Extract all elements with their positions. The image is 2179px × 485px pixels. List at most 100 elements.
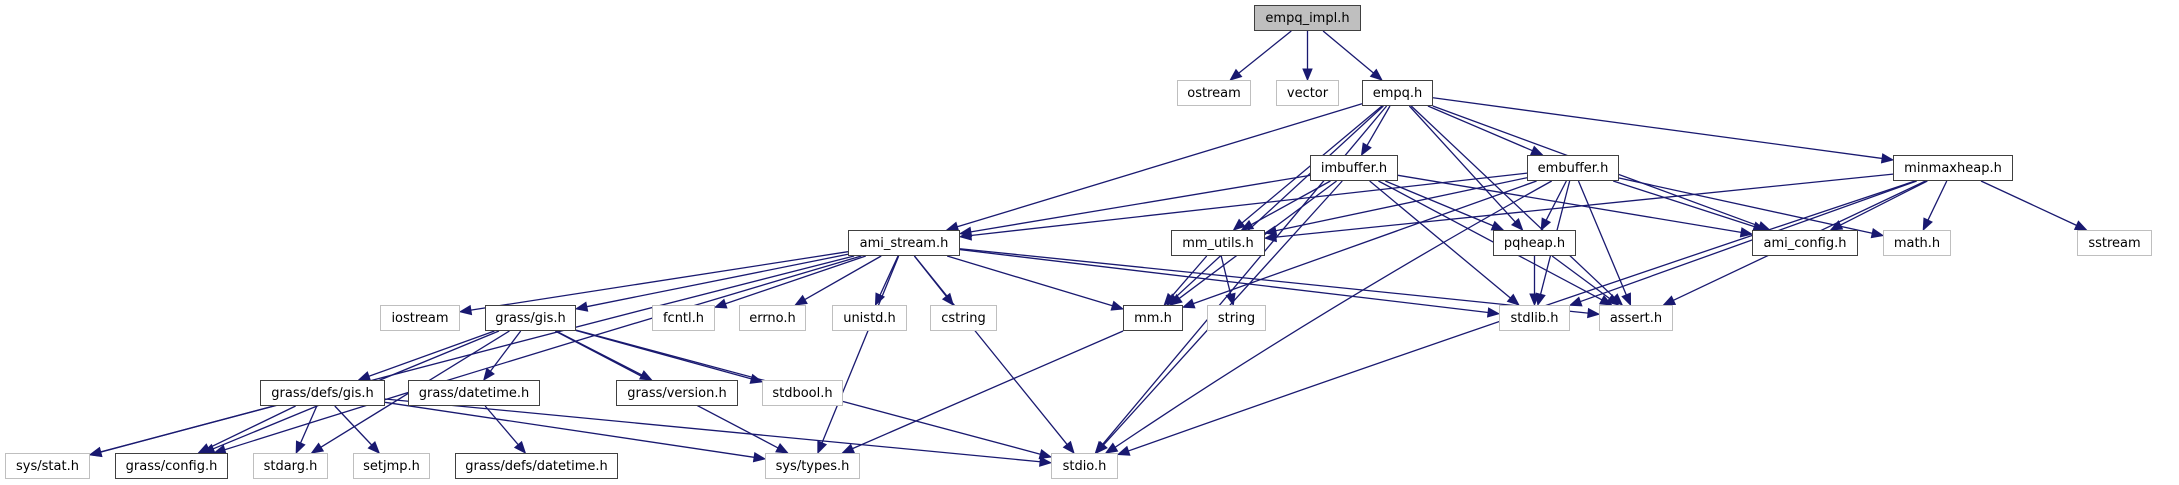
edge-empq-h-to-mm-h — [1174, 105, 1384, 299]
edge-ami-stream-h-to-fcntl-h — [725, 255, 866, 305]
arrowhead-icon — [713, 298, 728, 309]
edge-ami-stream-h-to-stdlib-h — [959, 249, 1489, 314]
node-pqheap-h[interactable]: pqheap.h — [1493, 230, 1576, 256]
arrowhead-icon — [367, 441, 381, 454]
node-grass-config-h[interactable]: grass/config.h — [115, 453, 228, 479]
node-string: string — [1207, 305, 1266, 331]
edge-embuffer-h-to-pqheap-h — [1545, 180, 1567, 221]
edge-empq-h-to-pqheap-h — [1408, 105, 1516, 223]
node-math-h: math.h — [1883, 230, 1951, 256]
node-empq-h[interactable]: empq.h — [1362, 80, 1433, 106]
node-sys-types-h: sys/types.h — [765, 453, 860, 479]
edge-ami-stream-h-to-mm-h — [946, 255, 1113, 307]
edge-empq-impl-h-to-empq-h — [1322, 30, 1374, 74]
node-grass-datetime-h[interactable]: grass/datetime.h — [408, 380, 540, 406]
edge-imbuffer-h-to-mm-utils-h — [1250, 180, 1331, 226]
edge-minmaxheap-h-to-mm-utils-h — [1275, 173, 1894, 238]
edge-grass-gis-h-to-grass-datetime-h — [489, 330, 522, 372]
arrowhead-icon — [1880, 153, 1895, 164]
arrowhead-icon — [1606, 293, 1620, 306]
edge-imbuffer-h-to-ami-stream-h — [970, 174, 1311, 233]
edge-grass-defs-gis-h-to-stdio-h — [384, 398, 1041, 463]
arrowhead-icon — [775, 443, 789, 454]
edge-ami-stream-h-to-unistd-h — [879, 255, 899, 296]
arrowhead-icon — [817, 440, 828, 455]
arrowhead-icon — [310, 442, 325, 454]
edge-minmaxheap-h-to-sstream — [1980, 180, 2077, 226]
node-sstream: sstream — [2077, 230, 2152, 256]
arrowhead-icon — [1302, 68, 1313, 82]
arrowhead-icon — [1240, 219, 1255, 231]
arrowhead-icon — [1510, 217, 1524, 231]
arrowhead-icon — [197, 443, 212, 454]
edge-empq-impl-h-to-ostream — [1238, 30, 1292, 74]
edge-embuffer-h-to-assert-h — [1577, 180, 1627, 296]
arrowhead-icon — [1229, 68, 1243, 81]
node-empq-impl-h: empq_impl.h — [1254, 5, 1361, 31]
arrowhead-icon — [1263, 231, 1277, 243]
arrowhead-icon — [1110, 300, 1125, 311]
node-ostream: ostream — [1177, 80, 1251, 106]
arrowhead-icon — [1587, 307, 1601, 319]
node-imbuffer-h[interactable]: imbuffer.h — [1310, 155, 1398, 181]
arrowhead-icon — [1662, 295, 1677, 306]
arrowhead-icon — [1095, 440, 1108, 454]
arrowhead-icon — [1529, 293, 1540, 307]
node-setjmp-h: setjmp.h — [353, 453, 430, 479]
node-minmaxheap-h[interactable]: minmaxheap.h — [1893, 155, 2013, 181]
node-stdio-h: stdio.h — [1051, 453, 1118, 479]
node-unistd-h: unistd.h — [832, 305, 907, 331]
node-stdlib-h: stdlib.h — [1499, 305, 1570, 331]
arrowhead-icon — [1739, 227, 1754, 238]
node-grass-defs-datetime-h[interactable]: grass/defs/datetime.h — [455, 453, 618, 479]
edge-grass-gis-h-to-grass-defs-gis-h — [368, 330, 495, 377]
node-ami-stream-h[interactable]: ami_stream.h — [848, 230, 960, 256]
arrowhead-icon — [1163, 292, 1176, 306]
arrowhead-icon — [752, 452, 767, 463]
node-ami-config-h[interactable]: ami_config.h — [1752, 230, 1858, 256]
edge-mm-utils-h-to-string — [1220, 255, 1232, 295]
edge-ami-stream-h-to-sys-stat-h — [100, 255, 855, 453]
edge-minmaxheap-h-to-stdlib-h — [1580, 180, 1917, 303]
edge-embuffer-h-to-mm-utils-h — [1275, 177, 1528, 232]
arrowhead-icon — [638, 370, 653, 381]
arrowhead-icon — [1529, 145, 1544, 156]
edge-minmaxheap-h-to-ami-config-h — [1840, 180, 1928, 226]
arrowhead-icon — [1870, 228, 1885, 239]
arrowhead-icon — [1360, 142, 1372, 157]
arrowhead-icon — [1486, 307, 1501, 318]
edge-grass-defs-gis-h-to-setjmp-h — [334, 405, 373, 446]
edge-embuffer-h-to-mm-h — [1193, 180, 1537, 305]
node-iostream: iostream — [380, 305, 460, 331]
edge-ami-stream-h-to-assert-h — [959, 248, 1589, 314]
node-grass-version-h[interactable]: grass/version.h — [616, 380, 738, 406]
arrowhead-icon — [1540, 217, 1552, 232]
edge-empq-h-to-embuffer-h — [1427, 105, 1533, 152]
edge-ami-stream-h-to-iostream — [470, 251, 849, 311]
arrowhead-icon — [1922, 217, 1933, 232]
edge-empq-h-to-assert-h — [1410, 105, 1615, 298]
node-mm-utils-h[interactable]: mm_utils.h — [1171, 230, 1265, 256]
node-embuffer-h[interactable]: embuffer.h — [1527, 155, 1619, 181]
arrowhead-icon — [574, 301, 589, 312]
node-stdarg-h: stdarg.h — [253, 453, 328, 479]
node-grass-gis-h[interactable]: grass/gis.h — [485, 305, 576, 331]
edge-grass-defs-gis-h-to-stdarg-h — [300, 405, 318, 444]
node-assert-h: assert.h — [1599, 305, 1673, 331]
arrowhead-icon — [941, 292, 955, 307]
node-sys-stat-h: sys/stat.h — [5, 453, 90, 479]
edge-embuffer-h-to-stdio-h — [1114, 180, 1553, 448]
arrowhead-icon — [1490, 220, 1505, 231]
edge-mm-h-to-sys-types-h — [852, 330, 1124, 450]
node-grass-defs-gis-h[interactable]: grass/defs/gis.h — [260, 380, 385, 406]
arrowhead-icon — [2073, 220, 2088, 231]
arrowhead-icon — [1369, 68, 1383, 81]
arrowhead-icon — [1568, 296, 1583, 307]
node-mm-h[interactable]: mm.h — [1123, 305, 1183, 331]
edge-ami-stream-h-to-grass-gis-h — [586, 253, 849, 308]
arrowhead-icon — [513, 440, 527, 455]
arrowhead-icon — [458, 304, 473, 316]
edge-mm-utils-h-to-mm-h — [1170, 255, 1208, 298]
arrowhead-icon — [1225, 292, 1236, 307]
arrowhead-icon — [1506, 293, 1520, 306]
